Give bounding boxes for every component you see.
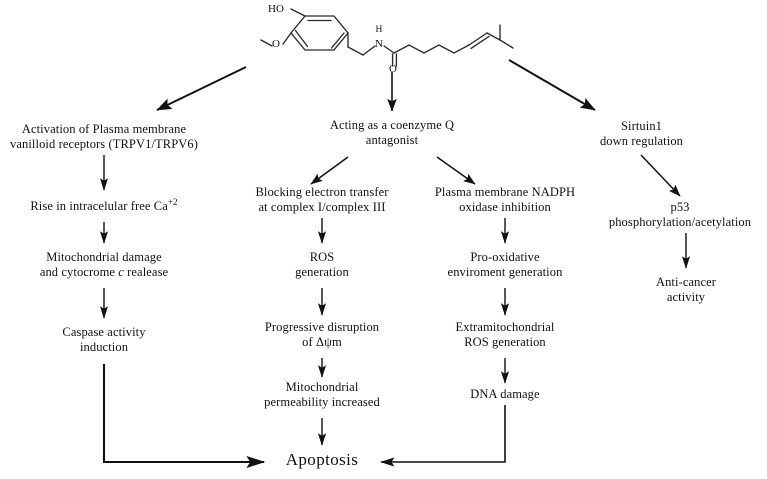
node-apoptosis: Apoptosis [262,450,382,471]
node-extramito-line1: Extramitochondrial [455,320,555,334]
node-electron-transfer-line1: Blocking electron transfer [255,185,389,199]
node-ros-generation: ROS generation [252,250,392,281]
node-sirtuin-line2: down regulation [599,134,684,149]
arrow-molecule-to-trpv [156,66,247,111]
node-trpv-activation: Activation of Plasma membrane vanilloid … [0,122,208,153]
arrow-coq-to-nadph [436,156,476,185]
node-trpv-line1: Activation of Plasma membrane [21,122,187,136]
node-pro-oxidative-environment: Pro-oxidative enviroment generation [420,250,590,281]
molecule-carbonyl-oxygen-label: O [389,63,397,75]
node-p53-line1: p53 [670,200,690,214]
capsaicin-structure [260,8,514,67]
node-anticancer-line2: activity [666,290,706,305]
node-coq-line1: Acting as a coenzyme Q [329,118,455,132]
node-coq-line2: antagonist [365,133,419,148]
node-calcium-superscript: +2 [167,196,178,207]
node-ros-line2: generation [295,265,349,280]
node-anticancer-line1: Anti-cancer [655,275,717,289]
connector-caspase-to-apoptosis [102,364,266,469]
node-mito-damage-text-post: realease [123,265,169,280]
node-progressive-disruption: Progressive disruption of Δψm [237,320,407,351]
node-p53-line2: phosphorylation/acetylation [608,215,752,230]
node-mitochondrial-permeability: Mitochondrial permeability increased [237,380,407,411]
node-nadph-line1: Plasma membrane NADPH [434,185,576,199]
arrow-sirtuin-to-p53 [640,154,681,197]
node-sirtuin1-downregulation: Sirtuin1 down regulation [583,119,700,150]
node-calcium-line1: Rise in intracelular free Ca+2 [4,196,204,214]
molecule-amide-hydrogen-label: H [375,25,383,35]
node-dna-damage: DNA damage [420,387,590,402]
node-coenzymeq-antagonist: Acting as a coenzyme Q antagonist [297,118,487,149]
node-anticancer-activity: Anti-cancer activity [616,275,756,306]
node-nadph-oxidase-inhibition: Plasma membrane NADPH oxidase inhibition [420,185,590,216]
node-mito-damage-text-pre: and cytocrome [39,265,119,280]
node-sirtuin-line1: Sirtuin1 [620,119,663,133]
node-caspase-induction: Caspase activity induction [4,325,204,356]
node-ros-line1: ROS [309,250,335,264]
arrow-coq-to-electron-transfer [310,156,349,185]
molecule-hydroxyl-label: HO [268,3,284,15]
node-nadph-line2: oxidase inhibition [459,200,551,215]
node-permeability-line2: permeability increased [264,395,380,410]
node-dna-damage-line1: DNA damage [470,387,540,401]
node-mitochondrial-damage: Mitochondrial damage and cytocrome c rea… [4,250,204,281]
node-mito-damage-cytochrome-c: c [118,265,124,280]
node-permeability-line1: Mitochondrial [285,380,359,394]
node-psi-line1: Progressive disruption [264,320,380,334]
node-psi-line2: of Δψm [302,335,342,350]
node-electron-transfer-line2: at complex I/complex III [258,200,386,215]
molecule-methoxy-oxygen-label: O [272,38,280,50]
node-caspase-line1: Caspase activity [62,325,146,339]
connector-dna-damage-to-apoptosis [380,405,506,467]
arrow-molecule-to-sirtuin [508,59,596,111]
node-calcium-rise: Rise in intracelular free Ca+2 [4,196,204,214]
node-extramito-line2: ROS generation [464,335,546,350]
node-p53-phosphorylation: p53 phosphorylation/acetylation [593,200,767,231]
node-pro-oxidative-line1: Pro-oxidative [470,250,540,264]
node-pro-oxidative-line2: enviroment generation [447,265,563,280]
node-trpv-line2: vanilloid receptors (TRPV1/TRPV6) [10,137,198,152]
node-apoptosis-line1: Apoptosis [285,450,359,469]
node-calcium-text: Rise in intracelular free Ca [30,199,168,213]
node-blocking-electron-transfer: Blocking electron transfer at complex I/… [227,185,417,216]
node-mito-damage-line2: and cytocrome c realease [4,265,204,280]
molecule-amide-nitrogen-label: N [375,38,383,50]
node-mito-damage-line1: Mitochondrial damage [46,250,162,264]
node-extramitochondrial-ros: Extramitochondrial ROS generation [420,320,590,351]
node-caspase-line2: induction [79,340,129,355]
